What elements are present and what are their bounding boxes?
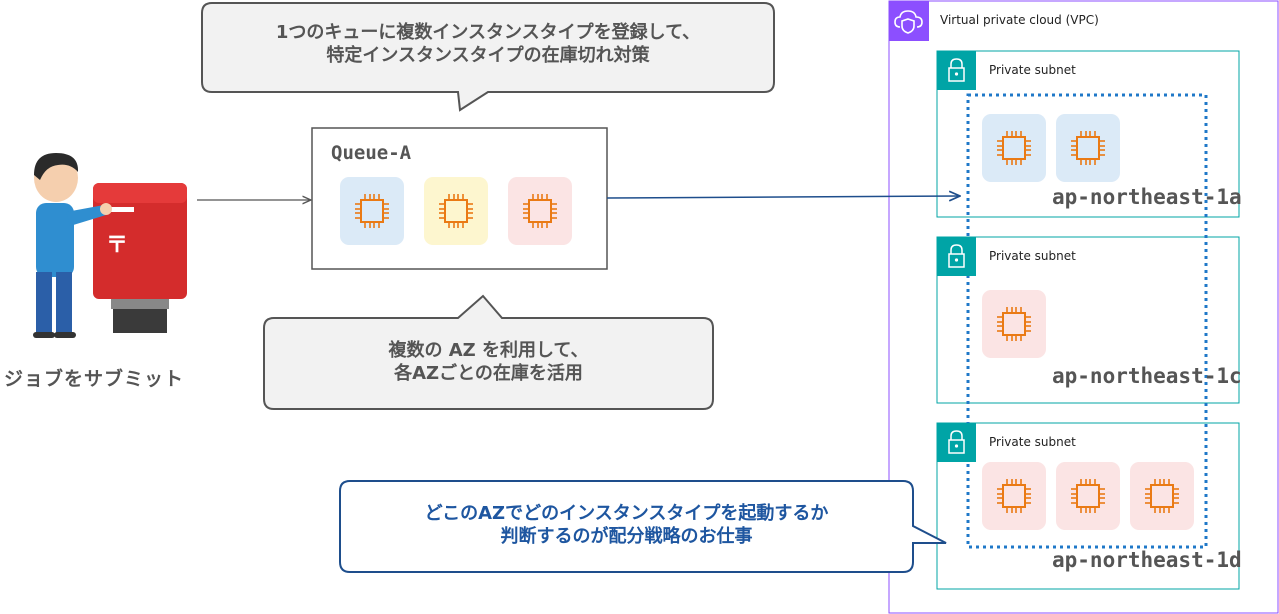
instance-1d-1 xyxy=(982,462,1046,530)
ec2-instance-chip-icon xyxy=(997,479,1031,513)
padlock-icon xyxy=(937,51,976,90)
callout-top-line2: 特定インスタンスタイプの在庫切れ対策 xyxy=(326,44,650,66)
callout-mid-text: 複数の AZ を利用して、 各AZごとの在庫を活用 xyxy=(264,340,713,385)
callout-top-text: 1つのキューに複数インスタンスタイプを登録して、 特定インスタンスタイプの在庫切… xyxy=(202,22,774,67)
instance-type-blue xyxy=(340,177,404,245)
person-posting-letter-icon: 〒 xyxy=(33,153,187,338)
az-label-1c: ap-northeast-1c xyxy=(1052,364,1242,388)
subnet-title-1c: Private subnet xyxy=(989,249,1076,263)
ec2-instance-chip-icon xyxy=(1071,131,1105,165)
callout-mid-line1: 複数の AZ を利用して、 xyxy=(388,340,589,361)
callout-bottom-bubble xyxy=(339,480,947,573)
ec2-instance-chip-icon xyxy=(355,194,389,228)
az-label-1a: ap-northeast-1a xyxy=(1052,185,1242,209)
vpc-frame xyxy=(888,0,1279,614)
instance-1d-3 xyxy=(1130,462,1194,530)
ec2-instance-chip-icon xyxy=(1145,479,1179,513)
callout-bottom-line1: どこのAZでどのインスタンスタイプを起動するか xyxy=(424,503,829,524)
instance-type-pink xyxy=(508,177,572,245)
callout-mid-bubble xyxy=(263,294,714,410)
instance-1a-2 xyxy=(1056,114,1120,182)
padlock-icon xyxy=(937,423,976,462)
instance-1d-2 xyxy=(1056,462,1120,530)
subnet-title-1d: Private subnet xyxy=(989,435,1076,449)
svg-text:〒: 〒 xyxy=(106,233,128,258)
padlock-icon xyxy=(937,237,976,276)
compute-environment-boundary xyxy=(966,93,1208,549)
queue-title: Queue-A xyxy=(331,142,412,164)
callout-mid-line2: 各AZごとの在庫を活用 xyxy=(394,362,583,384)
callout-bottom-text: どこのAZでどのインスタンスタイプを起動するか 判断するのが配分戦略のお仕事 xyxy=(340,503,913,548)
ec2-instance-chip-icon xyxy=(1071,479,1105,513)
az-label-1d: ap-northeast-1d xyxy=(1052,548,1242,572)
submit-job-label: ジョブをサブミット xyxy=(4,368,185,390)
callout-bottom-line2: 判断するのが配分戦略のお仕事 xyxy=(500,525,753,547)
callout-top-line1: 1つのキューに複数インスタンスタイプを登録して、 xyxy=(275,22,701,43)
instance-1c-1 xyxy=(982,290,1046,358)
instance-type-yellow xyxy=(424,177,488,245)
ec2-instance-chip-icon xyxy=(997,307,1031,341)
subnet-title-1a: Private subnet xyxy=(989,63,1076,77)
callout-top-bubble xyxy=(201,2,775,112)
dispatch-arrow xyxy=(606,196,960,198)
ec2-instance-chip-icon xyxy=(439,194,473,228)
cloud-shield-icon xyxy=(889,1,929,41)
ec2-instance-chip-icon xyxy=(523,194,557,228)
ec2-instance-chip-icon xyxy=(997,131,1031,165)
instance-1a-1 xyxy=(982,114,1046,182)
vpc-title: Virtual private cloud (VPC) xyxy=(940,13,1099,27)
